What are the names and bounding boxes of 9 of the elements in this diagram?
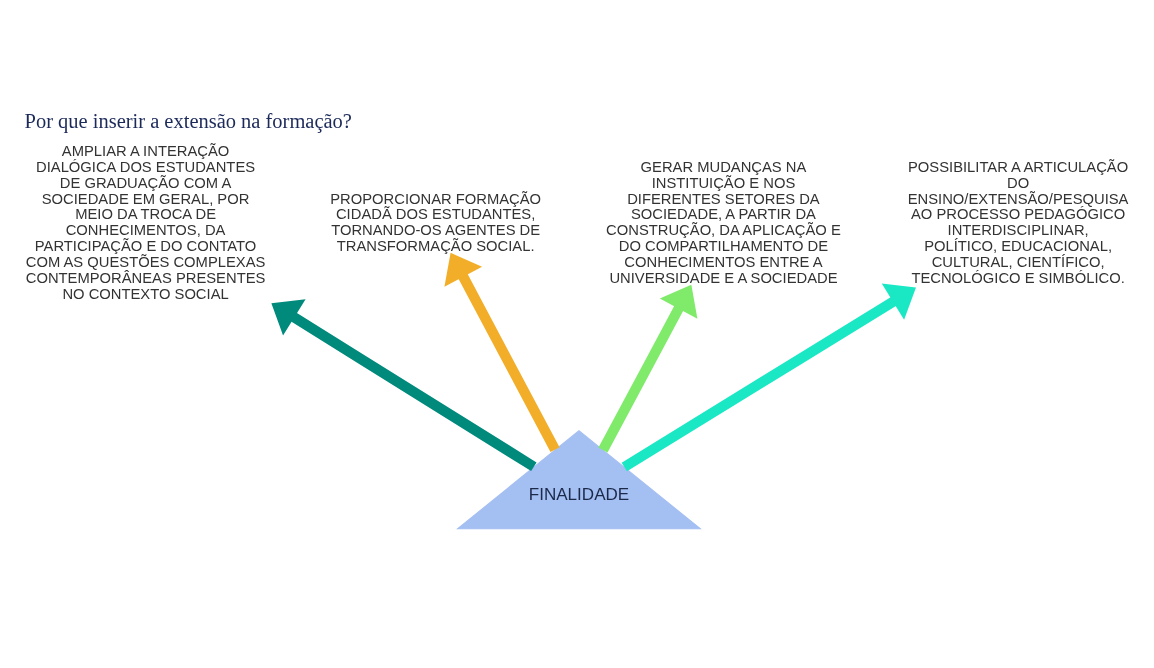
- node-text: POSSIBILITAR A ARTICULAÇÃO DO ENSINO/EXTENSÃO/PESQUISA AO PROCESSO PEDAGÓGICO INTERDISCIPLINAR, POLÍTICO, EDUCACIONAL, CULTURAL, CIENTÍFICO, TECNOLÓGICO E SIMBÓLICO.: [907, 158, 1129, 286]
- arrow: [598, 284, 698, 452]
- node-text: PROPORCIONAR FORMAÇÃO CIDADÃ DOS ESTUDANTES, TORNANDO-OS AGENTES DE TRANSFORMAÇÃO SOCIAL.: [330, 190, 542, 254]
- arrow: [271, 298, 537, 471]
- node-text: AMPLIAR A INTERAÇÃO DIALÓGICA DOS ESTUDANTES DE GRADUAÇÃO COM A SOCIEDADE EM GERAL, POR MEIO DA TROCA DE CONHECIMENTOS, DA PARTICIPAÇÃO E DO CONTATO COM AS QUESTÕES COMPLEXAS CONTEMPORÂNEAS PRESENTES NO CONTEXTO SOCIAL: [25, 142, 266, 302]
- arrow: [621, 283, 916, 471]
- diagram-title: Por que inserir a extensão na formação?: [24, 109, 352, 132]
- node-text: GERAR MUDANÇAS NA INSTITUIÇÃO E NOS DIFERENTES SETORES DA SOCIEDADE, A PARTIR DA CONSTRUÇÃO, DA APLICAÇÃO E DO COMPARTILHAMENTO DE CONHECIMENTOS ENTRE A UNIVERSIDADE E A SOCIEDADE: [606, 158, 841, 286]
- arrow: [444, 252, 560, 452]
